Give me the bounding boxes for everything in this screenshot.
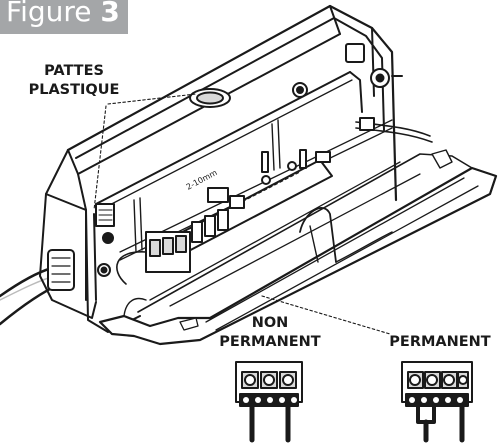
mounting-hole (292, 82, 308, 98)
terminal-block-non-permanent (235, 361, 303, 443)
housing-body (39, 4, 398, 333)
label-pattes-line1: PATTES (44, 63, 104, 79)
leader-lines (93, 93, 391, 335)
hinged-cover (98, 149, 498, 346)
right-fitting (345, 43, 403, 88)
figure-caption: Figure 3 (6, 0, 120, 29)
left-screws (95, 203, 115, 277)
label-permanent: PERMANENT (384, 333, 496, 352)
label-pattes-line2: PLASTIQUE (28, 82, 120, 98)
figure-tag: Figure 3 (0, 0, 128, 34)
figure-number: 3 (100, 0, 120, 28)
cable-gland (47, 249, 75, 291)
label-non-line1: NON (251, 315, 289, 331)
terminal-block-permanent (401, 361, 473, 443)
internal-brackets (133, 119, 281, 253)
internal-wire (355, 117, 433, 143)
label-non-permanent: NON PERMANENT (210, 314, 330, 352)
label-non-line2: PERMANENT (219, 334, 321, 350)
internal-terminal-block (116, 231, 191, 285)
label-pattes-plastique: PATTES PLASTIQUE (6, 62, 142, 100)
figure-prefix: Figure (6, 0, 92, 28)
top-button (189, 88, 231, 108)
label-permanent-text: PERMANENT (389, 334, 491, 350)
